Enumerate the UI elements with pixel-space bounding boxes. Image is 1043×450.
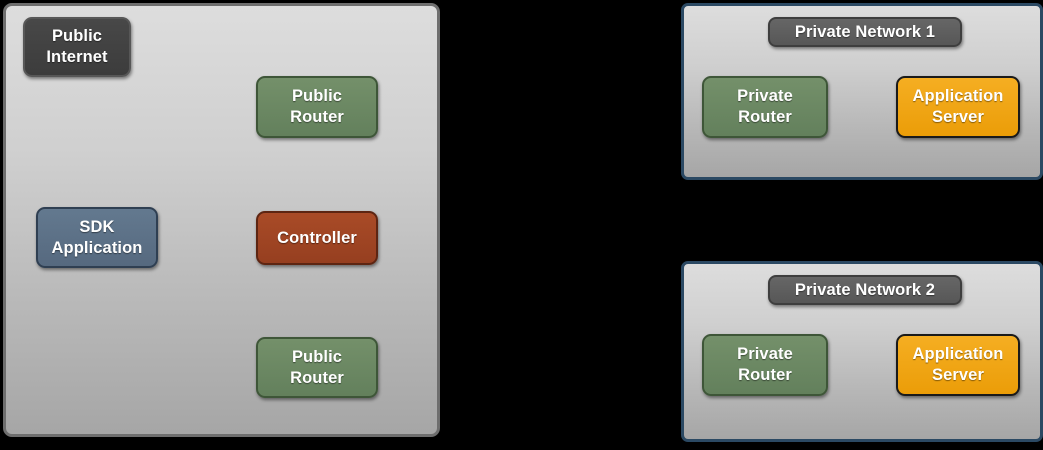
private-network-2-title-badge: Private Network 2 xyxy=(768,275,962,305)
node-controller-label: Controller xyxy=(277,228,357,247)
node-public-internet-label: Public Internet xyxy=(46,27,108,66)
node-public-router-top[interactable]: Public Router xyxy=(256,76,378,138)
private-network-2-title: Private Network 2 xyxy=(794,280,936,299)
private-network-2-private-router-label: Private Router xyxy=(737,345,793,384)
private-network-1-node-application-server[interactable]: Application Server xyxy=(896,76,1020,138)
private-network-1-node-private-router[interactable]: Private Router xyxy=(702,76,828,138)
private-network-2-node-private-router[interactable]: Private Router xyxy=(702,334,828,396)
private-network-2-application-server-label: Application Server xyxy=(912,345,1004,384)
node-sdk-application[interactable]: SDK Application xyxy=(36,207,158,268)
node-sdk-application-label: SDK Application xyxy=(51,217,143,257)
node-public-router-bottom-label: Public Router xyxy=(290,347,344,387)
private-network-1-title-badge: Private Network 1 xyxy=(768,17,962,47)
private-network-2-node-application-server[interactable]: Application Server xyxy=(896,334,1020,396)
node-public-router-top-label: Public Router xyxy=(290,87,344,126)
public-cloud-panel: Public Internet Public Router SDK Applic… xyxy=(3,3,440,437)
private-network-1-application-server-label: Application Server xyxy=(912,87,1004,126)
private-network-2-panel: Private Network 2 Private Router Applica… xyxy=(681,261,1043,442)
node-public-internet[interactable]: Public Internet xyxy=(23,17,131,77)
node-controller[interactable]: Controller xyxy=(256,211,378,265)
private-network-1-private-router-label: Private Router xyxy=(737,87,793,126)
private-network-1-panel: Private Network 1 Private Router Applica… xyxy=(681,3,1043,180)
private-network-1-title: Private Network 1 xyxy=(794,22,936,41)
node-public-router-bottom[interactable]: Public Router xyxy=(256,337,378,398)
